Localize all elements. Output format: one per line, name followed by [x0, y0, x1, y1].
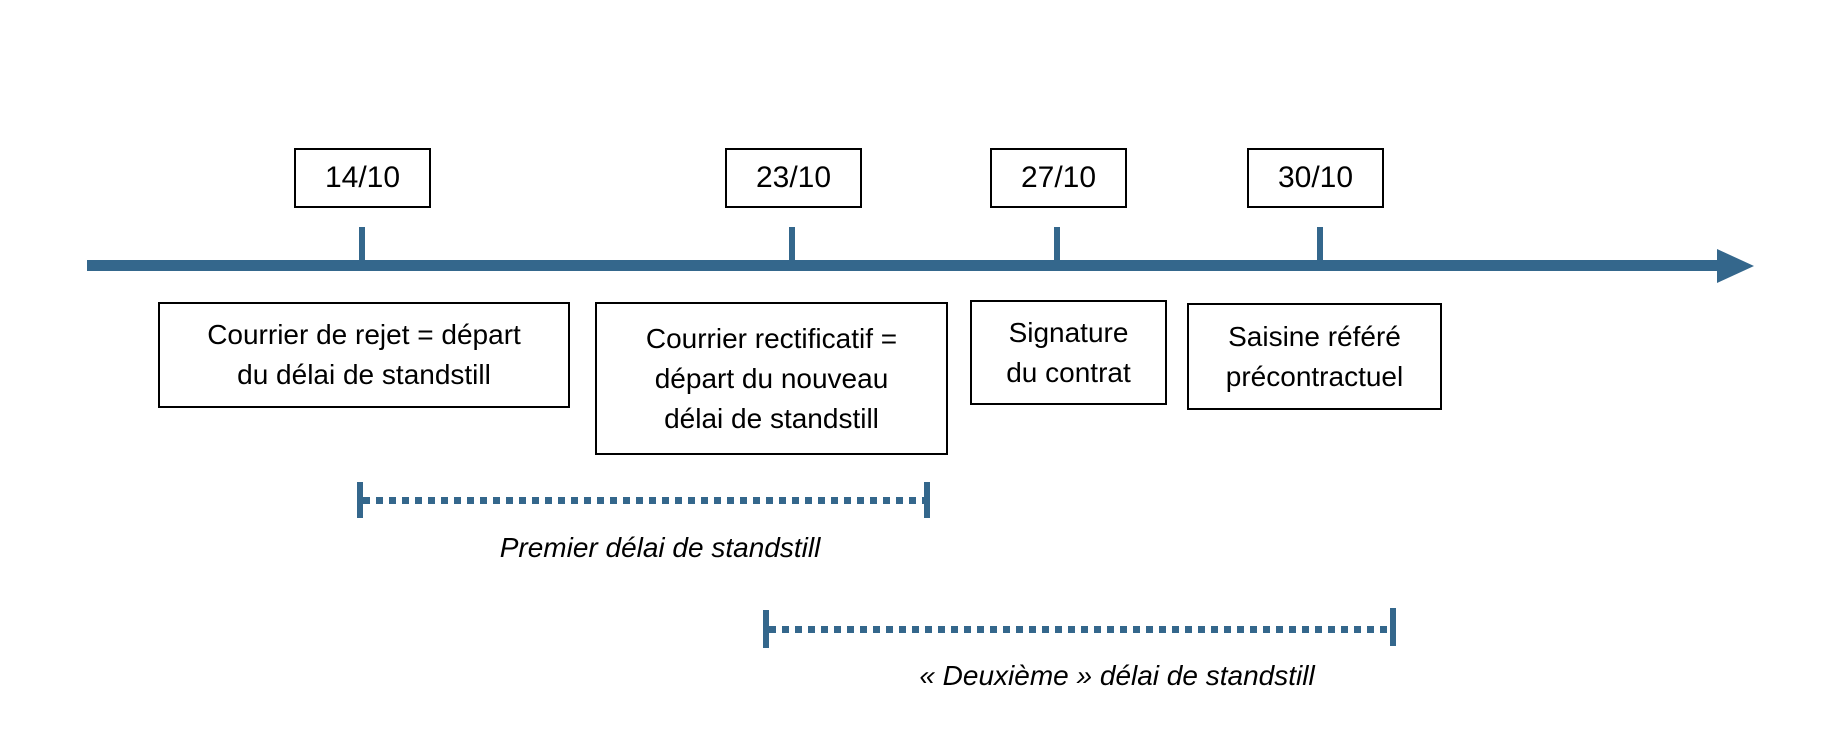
- event-line: précontractuel: [1225, 360, 1404, 392]
- interval2-left-cap: [763, 610, 769, 648]
- event-line: délai de standstill: [664, 402, 879, 434]
- interval2-dotted-line: [769, 626, 1390, 633]
- timeline-tick-23-10: [789, 227, 795, 261]
- interval1-left-cap: [357, 482, 363, 518]
- date-label: 27/10: [1020, 161, 1097, 194]
- interval2-right-cap: [1390, 608, 1396, 646]
- interval1-right-cap: [924, 482, 930, 518]
- event-line: du délai de standstill: [237, 359, 491, 390]
- date-box-23-10: 23/10: [725, 148, 862, 208]
- event-box-signature-contrat: Signature du contrat: [970, 300, 1167, 405]
- event-line: Signature: [1008, 316, 1129, 348]
- event-box-saisine-refere: Saisine référé précontractuel: [1187, 303, 1442, 410]
- timeline-axis: [87, 260, 1722, 271]
- date-label: 14/10: [324, 161, 401, 194]
- timeline-tick-30-10: [1317, 227, 1323, 261]
- date-box-27-10: 27/10: [990, 148, 1127, 208]
- event-line: Courrier rectificatif =: [645, 322, 898, 354]
- interval1-dotted-line: [363, 497, 924, 504]
- timeline-arrowhead-icon: [1717, 249, 1754, 283]
- event-line: départ du nouveau: [654, 362, 889, 394]
- date-box-14-10: 14/10: [294, 148, 431, 208]
- date-label: 30/10: [1277, 161, 1354, 194]
- date-box-30-10: 30/10: [1247, 148, 1384, 208]
- interval1-label: Premier délai de standstill: [499, 532, 821, 563]
- timeline-tick-14-10: [359, 227, 365, 261]
- timeline-tick-27-10: [1054, 227, 1060, 261]
- event-line: du contrat: [1006, 356, 1131, 388]
- date-label: 23/10: [755, 161, 832, 194]
- event-box-courrier-rejet: Courrier de rejet = départ du délai de s…: [158, 302, 570, 408]
- interval2-label: « Deuxième » délai de standstill: [919, 660, 1315, 691]
- event-line: Saisine référé: [1228, 320, 1401, 352]
- event-line: Courrier de rejet = départ: [207, 319, 521, 350]
- event-box-courrier-rectificatif: Courrier rectificatif = départ du nouvea…: [595, 302, 948, 455]
